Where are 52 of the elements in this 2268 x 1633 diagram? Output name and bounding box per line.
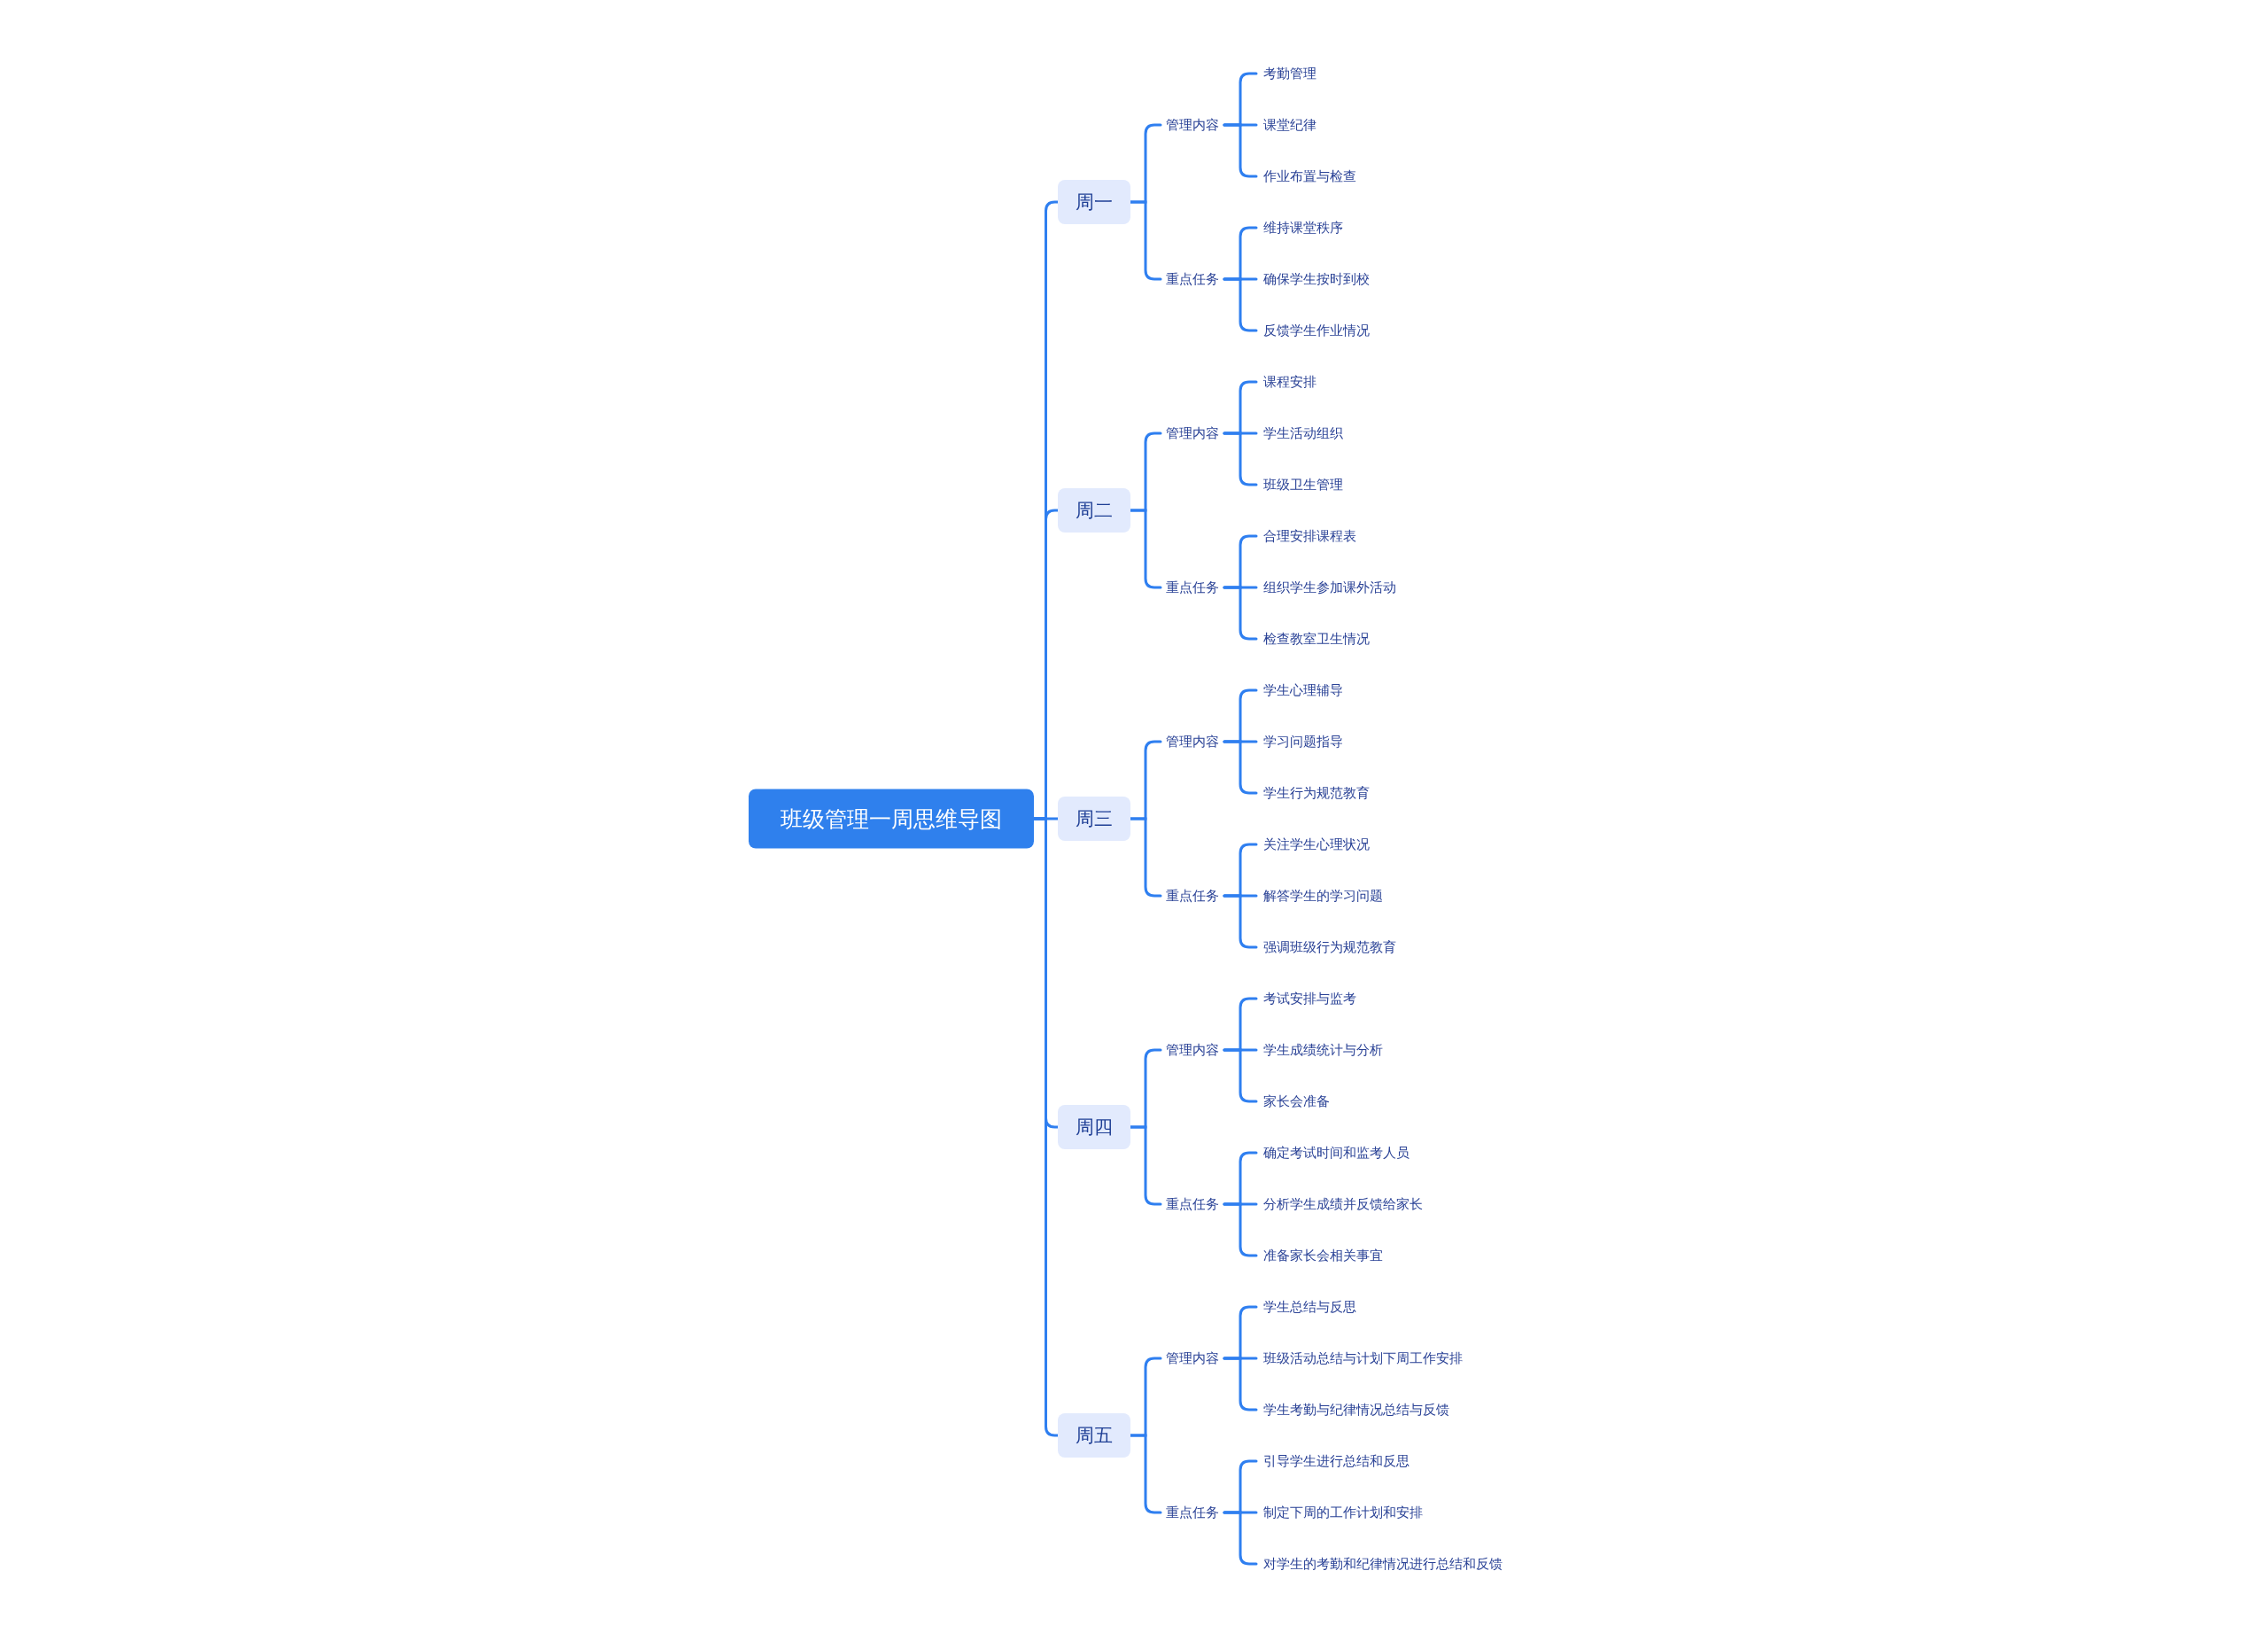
category-label: 管理内容	[1161, 423, 1224, 444]
item-label: 家长会准备	[1256, 1091, 1337, 1112]
item-label: 学生成绩统计与分析	[1256, 1039, 1390, 1061]
item-label: 准备家长会相关事宜	[1256, 1245, 1390, 1266]
item-label: 反馈学生作业情况	[1256, 320, 1377, 341]
item-label: 考试安排与监考	[1256, 988, 1363, 1009]
item-label: 班级卫生管理	[1256, 474, 1350, 495]
item-label: 组织学生参加课外活动	[1256, 577, 1403, 598]
day-topic-box: 周一	[1058, 180, 1130, 224]
connector-line	[1129, 1434, 1162, 1514]
item-label: 检查教室卫生情况	[1256, 628, 1377, 649]
category-label: 重点任务	[1161, 1194, 1224, 1215]
connector-line	[1129, 1125, 1162, 1206]
item-label: 课堂纪律	[1256, 114, 1324, 136]
item-label: 制定下周的工作计划和安排	[1256, 1502, 1430, 1523]
category-label: 管理内容	[1161, 731, 1224, 752]
item-label: 课程安排	[1256, 371, 1324, 393]
category-label: 管理内容	[1161, 1039, 1224, 1061]
category-label: 管理内容	[1161, 1348, 1224, 1369]
category-label: 重点任务	[1161, 1502, 1224, 1523]
item-label: 确保学生按时到校	[1256, 268, 1377, 290]
item-label: 维持课堂秩序	[1256, 217, 1350, 238]
item-label: 确定考试时间和监考人员	[1256, 1142, 1417, 1163]
item-label: 学习问题指导	[1256, 731, 1350, 752]
day-topic-box: 周五	[1058, 1413, 1130, 1458]
item-label: 学生考勤与纪律情况总结与反馈	[1256, 1399, 1456, 1420]
category-label: 重点任务	[1161, 268, 1224, 290]
item-label: 强调班级行为规范教育	[1256, 937, 1403, 958]
item-label: 学生心理辅导	[1256, 680, 1350, 701]
item-label: 分析学生成绩并反馈给家长	[1256, 1194, 1430, 1215]
item-label: 合理安排课程表	[1256, 525, 1363, 547]
connector-line	[1129, 817, 1162, 898]
connector-line	[1129, 200, 1162, 281]
day-topic-box: 周三	[1058, 797, 1130, 841]
category-label: 重点任务	[1161, 577, 1224, 598]
item-label: 学生总结与反思	[1256, 1296, 1363, 1318]
connector-line	[1129, 509, 1162, 589]
item-label: 引导学生进行总结和反思	[1256, 1450, 1417, 1472]
day-topic-box: 周四	[1058, 1105, 1130, 1149]
item-label: 解答学生的学习问题	[1256, 885, 1390, 906]
category-label: 重点任务	[1161, 885, 1224, 906]
item-label: 作业布置与检查	[1256, 166, 1363, 187]
category-label: 管理内容	[1161, 114, 1224, 136]
connector-line	[1032, 817, 1060, 1437]
item-label: 对学生的考勤和纪律情况进行总结和反馈	[1256, 1553, 1510, 1575]
item-label: 学生行为规范教育	[1256, 782, 1377, 804]
root-topic-box: 班级管理一周思维导图	[749, 789, 1034, 849]
item-label: 关注学生心理状况	[1256, 834, 1377, 855]
item-label: 班级活动总结与计划下周工作安排	[1256, 1348, 1470, 1369]
day-topic-box: 周二	[1058, 488, 1130, 533]
item-label: 考勤管理	[1256, 63, 1324, 84]
item-label: 学生活动组织	[1256, 423, 1350, 444]
